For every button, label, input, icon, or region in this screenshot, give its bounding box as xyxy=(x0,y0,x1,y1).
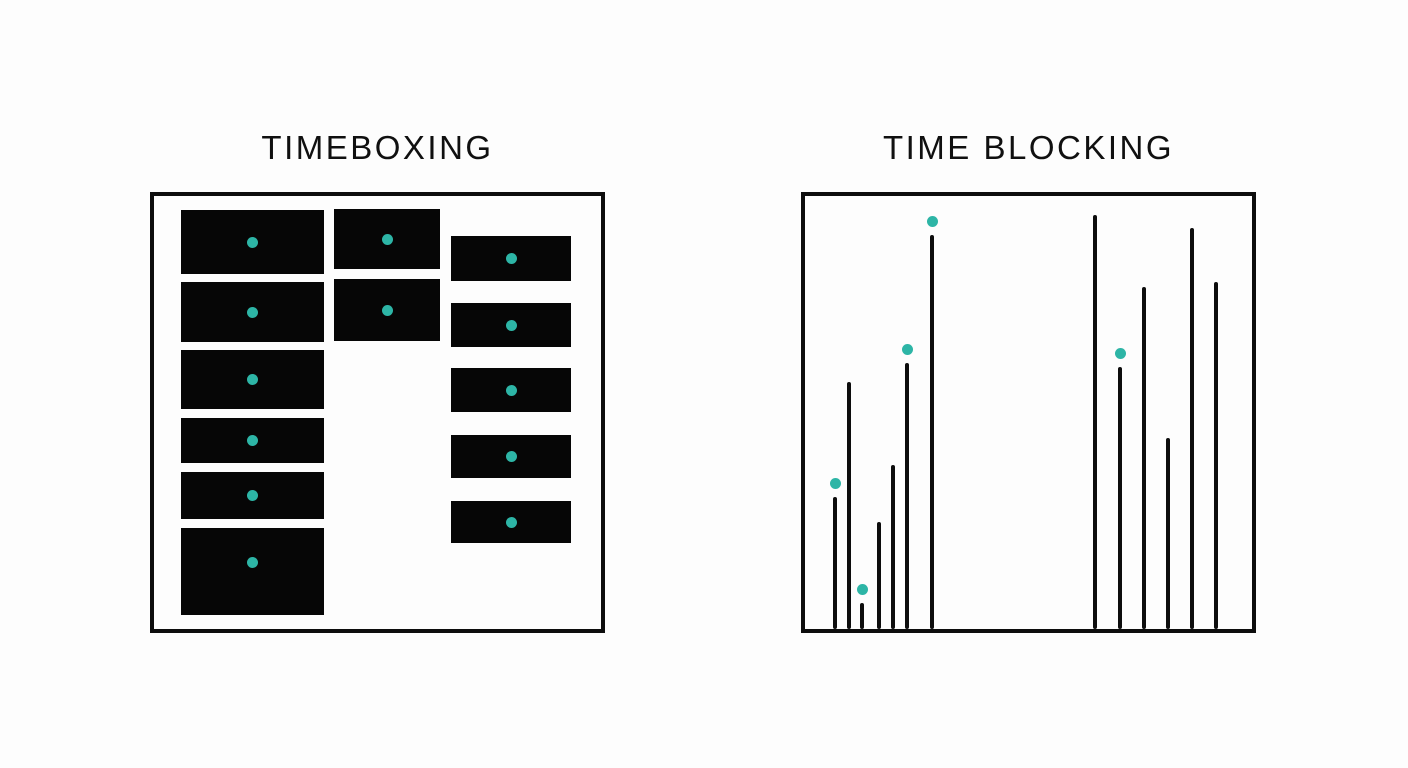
task-dot-icon xyxy=(247,490,258,501)
timebox-task-block xyxy=(451,236,571,281)
timebox-task-block xyxy=(181,282,324,342)
task-dot-icon xyxy=(381,304,393,316)
timebox-task-block xyxy=(181,528,324,615)
timebox-task-block xyxy=(181,472,324,519)
task-dot-icon xyxy=(247,236,258,248)
task-dot-icon xyxy=(856,584,868,595)
time-block-line xyxy=(1214,282,1218,629)
task-dot-icon xyxy=(505,516,517,528)
time-block-line xyxy=(847,382,851,629)
time-block-line xyxy=(860,603,864,629)
timebox-task-block xyxy=(451,501,571,543)
task-dot-icon xyxy=(247,435,258,446)
timeblocking-box xyxy=(801,192,1256,633)
time-block-line xyxy=(1093,215,1097,629)
timebox-task-block xyxy=(334,279,440,341)
task-dot-icon xyxy=(901,344,913,355)
timebox-task-block xyxy=(334,209,440,269)
task-dot-icon xyxy=(505,451,517,462)
timebox-task-block xyxy=(451,435,571,478)
task-dot-icon xyxy=(505,319,517,331)
time-block-line xyxy=(833,497,837,629)
timebox-task-block xyxy=(451,368,571,412)
time-block-line xyxy=(1166,438,1170,629)
time-block-line xyxy=(1190,228,1194,629)
timebox-task-block xyxy=(451,303,571,347)
time-block-line xyxy=(1142,287,1146,629)
time-block-line xyxy=(905,363,909,629)
timebox-task-block xyxy=(181,210,324,274)
timeblocking-title: TIME BLOCKING xyxy=(882,129,1175,166)
timebox-task-block xyxy=(181,350,324,409)
task-dot-icon xyxy=(247,374,258,385)
task-dot-icon xyxy=(381,233,393,245)
time-block-line xyxy=(1118,367,1122,629)
task-dot-icon xyxy=(926,216,938,227)
timeboxing-title: TIMEBOXING xyxy=(261,129,494,166)
time-block-line xyxy=(891,465,895,629)
task-dot-icon xyxy=(505,384,517,396)
time-block-line xyxy=(930,235,934,629)
timeboxing-box xyxy=(150,192,605,633)
task-dot-icon xyxy=(247,557,258,568)
timebox-task-block xyxy=(181,418,324,463)
task-dot-icon xyxy=(829,478,841,489)
task-dot-icon xyxy=(247,306,258,318)
task-dot-icon xyxy=(505,253,517,264)
task-dot-icon xyxy=(1114,348,1126,359)
time-block-line xyxy=(877,522,881,629)
